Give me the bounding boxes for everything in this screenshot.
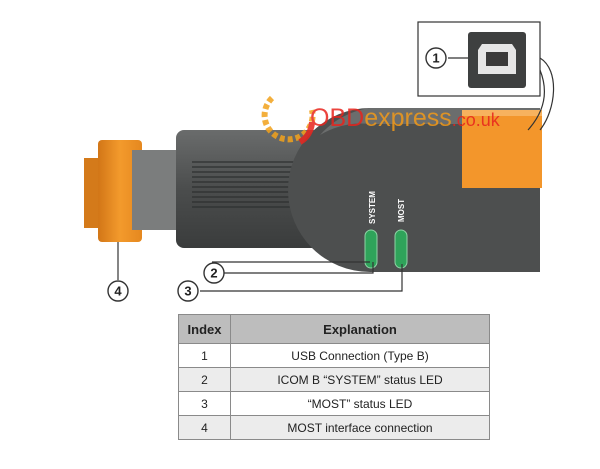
- most-interface-connector: [84, 140, 184, 242]
- leader-line-3: [200, 264, 403, 292]
- device-end-cap: [462, 110, 542, 188]
- system-led-label: SYSTEM: [368, 191, 377, 224]
- watermark-domain: .co.uk: [452, 110, 501, 130]
- system-status-led: [364, 229, 378, 269]
- callout-3: 3: [177, 280, 199, 302]
- explanation-table-container: Index Explanation 1 USB Connection (Type…: [178, 314, 490, 440]
- svg-text:3: 3: [184, 284, 191, 299]
- row-explanation: USB Connection (Type B): [230, 343, 490, 368]
- usb-type-b-port-icon: [468, 32, 526, 88]
- row-index: 3: [178, 391, 231, 416]
- watermark-ring-icon: [261, 95, 316, 143]
- callout-4: 4: [107, 280, 129, 302]
- leader-line-2: [224, 262, 374, 274]
- table-row: 3 “MOST” status LED: [178, 391, 490, 416]
- svg-text:OBDexpress.co.uk: OBDexpress.co.uk: [310, 104, 501, 132]
- row-explanation: ICOM B “SYSTEM” status LED: [230, 367, 490, 392]
- svg-text:1: 1: [432, 51, 439, 66]
- most-led-label: MOST: [397, 199, 406, 222]
- table-row: 2 ICOM B “SYSTEM” status LED: [178, 367, 490, 392]
- callout-1: 1: [425, 47, 447, 69]
- row-index: 1: [178, 343, 231, 368]
- header-index: Index: [178, 314, 231, 344]
- svg-text:4: 4: [114, 284, 122, 299]
- icom-b-diagram: SYSTEM MOST 1 2 3 4: [84, 21, 555, 302]
- svg-text:2: 2: [210, 266, 217, 281]
- row-index: 2: [178, 367, 231, 392]
- obdexpress-watermark: OBDexpress.co.uk: [261, 95, 501, 145]
- header-explanation: Explanation: [230, 314, 490, 344]
- explanation-table: Index Explanation 1 USB Connection (Type…: [178, 314, 490, 440]
- most-status-led: [394, 229, 408, 269]
- watermark-express: express: [364, 104, 452, 132]
- watermark-obd: OBD: [310, 104, 364, 132]
- row-index: 4: [178, 415, 231, 440]
- callout-2: 2: [203, 262, 225, 284]
- table-header-row: Index Explanation: [178, 314, 490, 344]
- table-row: 4 MOST interface connection: [178, 415, 490, 440]
- row-explanation: MOST interface connection: [230, 415, 490, 440]
- table-row: 1 USB Connection (Type B): [178, 343, 490, 368]
- row-explanation: “MOST” status LED: [230, 391, 490, 416]
